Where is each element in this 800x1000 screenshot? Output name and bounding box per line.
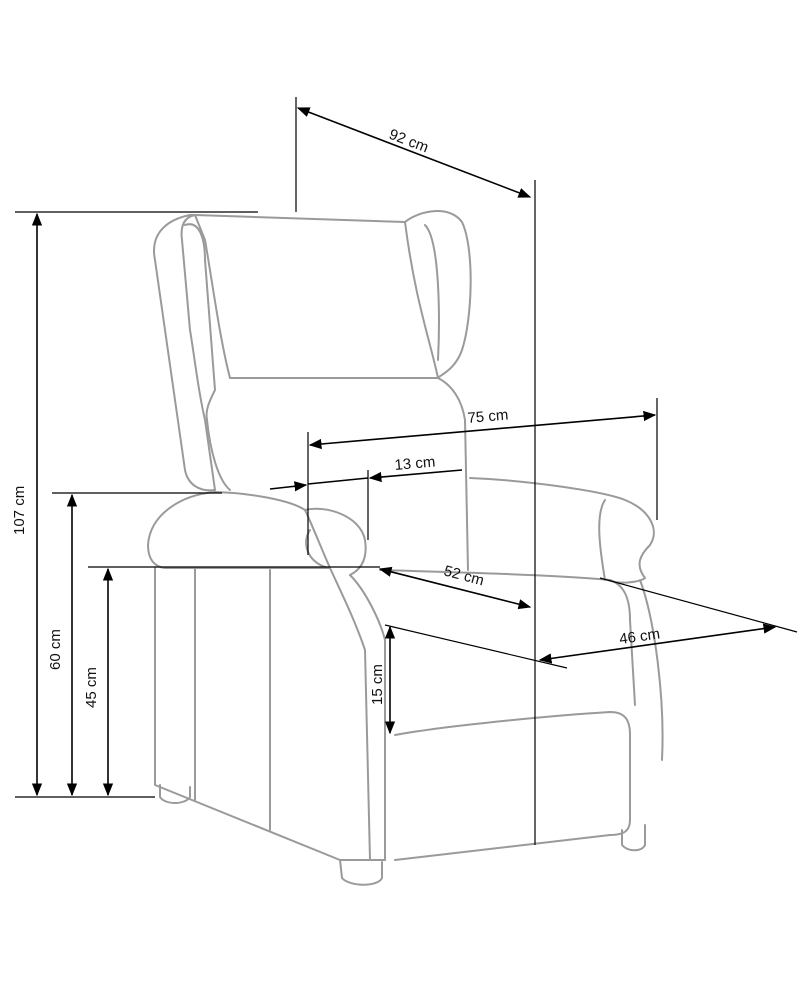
label-armrest-height: 60 cm	[47, 629, 64, 670]
label-seat-height: 45 cm	[83, 667, 100, 708]
dimension-lines	[15, 97, 798, 845]
chair-outline	[147, 210, 664, 886]
label-total-height: 107 cm	[11, 486, 28, 535]
label-footrest-depth: 46 cm	[618, 625, 661, 648]
label-armrest-width: 13 cm	[394, 453, 436, 473]
label-total-width: 92 cm	[387, 126, 431, 157]
label-seat-width: 75 cm	[467, 406, 509, 426]
label-seat-depth: 52 cm	[442, 562, 486, 589]
label-footrest-height: 15 cm	[369, 664, 386, 705]
